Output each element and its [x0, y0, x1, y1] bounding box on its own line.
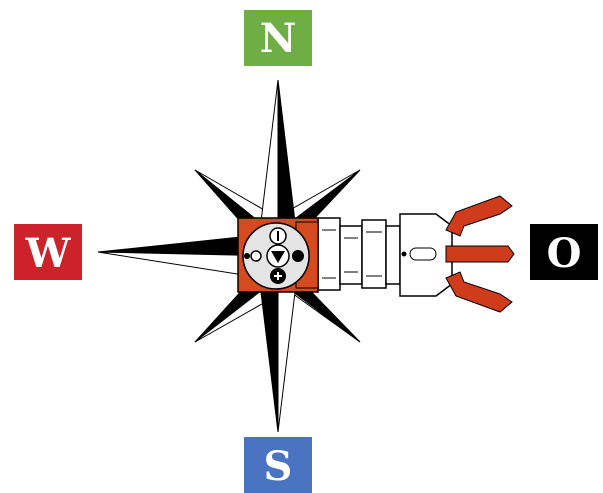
west-box [14, 224, 82, 280]
left-button[interactable] [250, 250, 262, 262]
west-tile: W [14, 224, 82, 280]
right-button[interactable] [292, 250, 304, 262]
gripper-indicator [401, 251, 407, 257]
west-label: W [25, 230, 72, 277]
north-tile: N [244, 10, 312, 66]
left-dot [244, 253, 250, 259]
south-box [244, 437, 312, 493]
gripper-arm [317, 195, 515, 313]
se-point-light [287, 287, 361, 343]
arm-collar-1 [317, 217, 341, 291]
gripper-finger-bottom [445, 271, 513, 313]
arm-collar-2 [339, 225, 363, 285]
north-box [244, 10, 312, 66]
north-label: N [260, 15, 297, 62]
triangle-down-icon [271, 251, 285, 263]
compass-cardinal-points [97, 79, 297, 433]
east-tile: O [530, 224, 598, 280]
control-hub [237, 217, 319, 293]
arm-collar-3 [361, 219, 387, 289]
east-label: O [547, 230, 582, 277]
gripper-finger-middle [445, 245, 515, 263]
east-box [530, 224, 598, 280]
south-label: S [264, 443, 293, 490]
arm-collar-4 [385, 225, 401, 285]
gripper-finger-top [445, 195, 513, 237]
south-tile: S [244, 437, 312, 493]
gripper-slot [409, 247, 437, 261]
